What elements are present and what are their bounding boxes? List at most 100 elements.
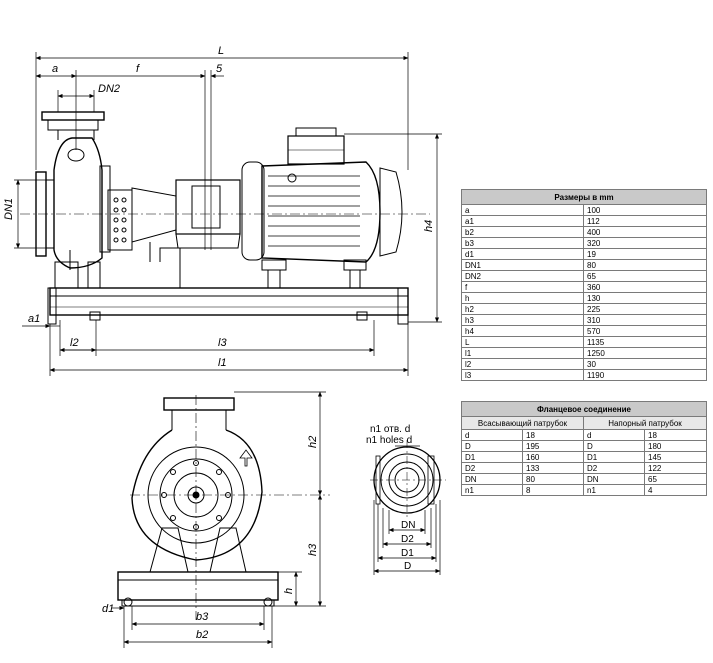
dimension-name: DN1 — [461, 259, 584, 271]
dimension-name: h4 — [461, 325, 584, 337]
dimension-value: 320 — [582, 237, 708, 249]
dimension-name: h3 — [461, 314, 584, 326]
vent-holes — [113, 197, 127, 243]
dimension-value: 130 — [582, 292, 708, 304]
dim-l1: l1 — [218, 357, 227, 369]
dim-L: L — [218, 45, 224, 57]
dimension-value: 80 — [582, 259, 708, 271]
flange-param-value: 65 — [644, 473, 707, 485]
dimension-value: 1135 — [582, 336, 708, 348]
dim-h2: h2 — [307, 436, 319, 448]
dimension-name: l1 — [461, 347, 584, 359]
flange-param-name: n1 — [461, 484, 523, 496]
dimension-name: l3 — [461, 369, 584, 381]
dimension-value: 1190 — [582, 369, 708, 381]
front-dimension-lines — [112, 391, 326, 648]
dimensions-table-title: Размеры в mm — [460, 189, 708, 205]
dim-a: a — [52, 63, 58, 75]
dimension-name: b3 — [461, 237, 584, 249]
dimension-value: 225 — [582, 303, 708, 315]
suction-nozzle-header: Всасывающий патрубок — [461, 416, 584, 430]
dim-DN1: DN1 — [3, 198, 15, 220]
dim-s: 5 — [216, 63, 223, 75]
side-dimension-lines — [14, 52, 442, 376]
flange-holes-label-ru: n1 отв. d — [370, 424, 410, 435]
dimension-value: 570 — [582, 325, 708, 337]
flange-param-name: n1 — [583, 484, 645, 496]
flange-param-name: D — [583, 440, 645, 452]
dimension-value: 30 — [582, 358, 708, 370]
dimension-name: l2 — [461, 358, 584, 370]
flange-param-name: D2 — [583, 462, 645, 474]
dim-b3: b3 — [196, 611, 209, 623]
flange-param-value: 4 — [644, 484, 707, 496]
dimension-name: L — [461, 336, 584, 348]
dimension-value: 100 — [582, 204, 708, 216]
dim-fl-DN: DN — [401, 520, 415, 531]
flange-dimension-lines — [373, 500, 441, 575]
flange-view — [370, 440, 446, 520]
dim-DN2: DN2 — [98, 83, 120, 95]
flange-table-title: Фланцевое соединение — [461, 401, 707, 417]
dimension-value: 310 — [582, 314, 708, 326]
dimension-value: 65 — [582, 270, 708, 282]
dimension-value: 112 — [582, 215, 708, 227]
dimension-name: f — [461, 281, 584, 293]
flange-param-name: D1 — [583, 451, 645, 463]
flange-param-value: 122 — [644, 462, 707, 474]
dimension-name: b2 — [461, 226, 584, 238]
dim-a1: a1 — [28, 313, 40, 325]
flange-param-value: 195 — [522, 440, 584, 452]
flange-holes-label-en: n1 holes d — [366, 435, 412, 446]
dimension-value: 360 — [582, 281, 708, 293]
flange-param-value: 8 — [522, 484, 584, 496]
dim-f: f — [136, 63, 140, 75]
dim-h: h — [283, 588, 295, 594]
dim-l3: l3 — [218, 337, 227, 349]
dim-fl-D1: D1 — [401, 548, 414, 559]
dim-fl-D2: D2 — [401, 534, 414, 545]
dimension-name: h — [461, 292, 584, 304]
flange-param-name: D2 — [461, 462, 523, 474]
dim-h3: h3 — [307, 543, 319, 556]
dimension-name: a1 — [461, 215, 584, 227]
motor-fins — [268, 175, 360, 247]
flange-param-value: 145 — [644, 451, 707, 463]
front-view — [117, 395, 330, 620]
dimension-value: 19 — [582, 248, 708, 260]
flange-table: Фланцевое соединение Всасывающий патрубо… — [461, 401, 707, 496]
dim-b2: b2 — [196, 629, 208, 641]
flange-param-name: D — [461, 440, 523, 452]
discharge-nozzle-header: Напорный патрубок — [583, 416, 707, 430]
dimension-value: 1250 — [582, 347, 708, 359]
flange-param-name: DN — [583, 473, 645, 485]
flange-param-value: 133 — [522, 462, 584, 474]
dim-h4: h4 — [423, 220, 435, 232]
dimension-name: h2 — [461, 303, 584, 315]
side-view — [20, 70, 430, 325]
dimension-name: DN2 — [461, 270, 584, 282]
flange-param-name: DN — [461, 473, 523, 485]
dim-fl-D: D — [404, 561, 411, 572]
